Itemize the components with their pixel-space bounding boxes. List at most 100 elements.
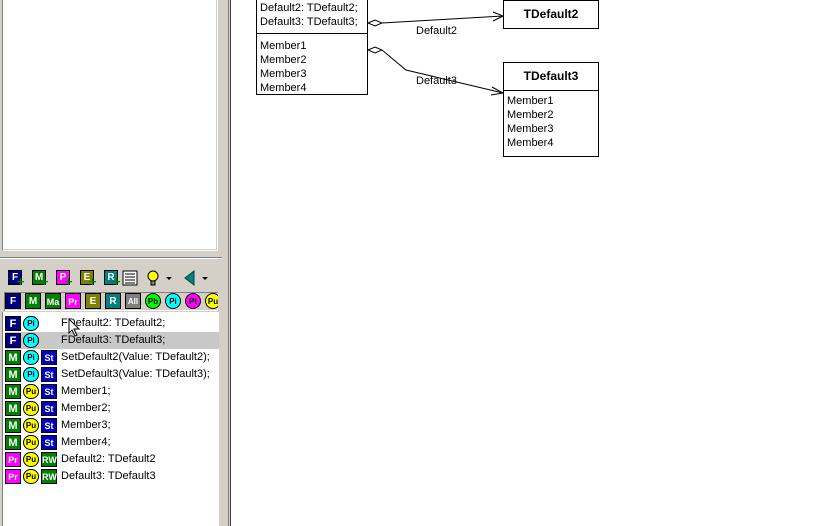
member-modifier-icon: RW <box>41 452 57 467</box>
member-modifier-icon: St <box>41 350 57 365</box>
class-member-line: Member4 <box>260 82 307 94</box>
member-kind-icon: M <box>5 418 21 433</box>
filter-methods-icon[interactable]: M <box>25 293 41 309</box>
dropdown-arrow-icon <box>166 277 172 280</box>
add-property-icon: P <box>56 270 70 285</box>
triangle-left-icon <box>184 269 195 287</box>
visibility-icon: Pu <box>23 435 39 450</box>
class-member-line: Member3 <box>260 68 307 80</box>
class-member-line: Default3: TDefault3; <box>260 16 358 28</box>
vertical-splitter[interactable] <box>222 0 230 526</box>
member-modifier-icon: St <box>41 384 57 399</box>
association-line-default2 <box>381 15 504 24</box>
add-property-button[interactable]: P+ <box>54 268 74 288</box>
filter-private-icon[interactable]: Pi <box>165 293 181 309</box>
visibility-icon: Pu <box>23 401 39 416</box>
class-box-main[interactable]: Default2: TDefault2;Default3: TDefault3;… <box>256 0 368 95</box>
class-separator <box>257 33 367 34</box>
model-tree-pane[interactable] <box>0 0 220 254</box>
add-method-button[interactable]: M+ <box>30 268 50 288</box>
member-kind-icon: M <box>5 384 21 399</box>
add-method-icon: M <box>32 270 46 285</box>
filter-fields-icon[interactable]: F <box>5 293 21 309</box>
filter-message-icon[interactable]: Ma <box>45 293 61 309</box>
member-modifier-icon: St <box>41 418 57 433</box>
add-field-button[interactable]: F+ <box>6 268 26 288</box>
member-signature: Member2; <box>61 402 111 414</box>
plus-icon: + <box>88 275 98 288</box>
filter-properties-icon[interactable]: Pr <box>65 293 81 309</box>
class-member-line: Member2 <box>260 54 307 66</box>
add-event-icon: E <box>80 270 94 285</box>
class-box-tdefault2[interactable]: TDefault2 <box>503 0 599 29</box>
hint-dropdown-button[interactable] <box>164 268 174 288</box>
member-modifier-icon: St <box>41 401 57 416</box>
member-signature: Default3: TDefault3 <box>61 470 156 482</box>
filter-public-icon[interactable]: Pu <box>205 293 218 309</box>
class-properties: Default2: TDefault2;Default3: TDefault3; <box>257 0 367 29</box>
visibility-icon: Pu <box>23 452 39 467</box>
class-name: TDefault3 <box>504 63 598 91</box>
member-kind-icon: M <box>5 435 21 450</box>
association-line-default3 <box>381 49 504 94</box>
visibility-icon: Pu <box>23 384 39 399</box>
filter-protected-icon[interactable]: Pt <box>185 293 201 309</box>
mouse-pointer-icon <box>68 318 81 337</box>
add-record-icon: R <box>104 270 118 285</box>
visibility-icon: Pi <box>23 316 39 331</box>
visibility-icon: Pu <box>23 469 39 484</box>
member-kind-icon: M <box>5 367 21 382</box>
member-kind-icon: F <box>5 316 21 331</box>
member-signature: FDefault2: TDefault2; <box>61 317 166 329</box>
class-diagram-canvas[interactable]: Default2: TDefault2;Default3: TDefault3;… <box>230 0 814 526</box>
member-kind-icon: Pr <box>5 469 21 484</box>
member-toolbar: F+M+P+E+R+ <box>2 264 218 290</box>
member-modifier-icon: St <box>41 435 57 450</box>
filter-events-icon[interactable]: E <box>85 293 101 309</box>
visibility-icon: Pu <box>23 418 39 433</box>
filter-records-icon[interactable]: R <box>105 293 121 309</box>
lightbulb-icon <box>147 270 159 286</box>
association-label-default3: Default3 <box>416 75 457 87</box>
add-field-icon: F <box>8 270 22 285</box>
model-tree-view[interactable] <box>2 0 218 251</box>
list-view-button[interactable] <box>120 268 140 288</box>
add-record-button[interactable]: R+ <box>102 268 122 288</box>
member-signature: SetDefault3(Value: TDefault3); <box>61 368 210 380</box>
horizontal-splitter[interactable] <box>0 254 222 262</box>
filter-all-icon[interactable]: All <box>125 293 141 309</box>
aggregation-diamond <box>366 19 384 27</box>
navigate-dropdown-button[interactable] <box>200 268 210 288</box>
filter-published-icon[interactable]: Pb <box>145 293 161 309</box>
add-event-button[interactable]: E+ <box>78 268 98 288</box>
plus-icon: + <box>16 275 26 288</box>
member-modifier-icon: St <box>41 367 57 382</box>
member-modifier-icon: RW <box>41 469 57 484</box>
member-signature: SetDefault2(Value: TDefault2); <box>61 351 210 363</box>
association-label-default2: Default2 <box>416 25 457 37</box>
hint-button[interactable] <box>144 268 164 288</box>
class-member-line: Member1 <box>260 40 307 52</box>
splitter-line <box>0 257 222 258</box>
navigate-back-button[interactable] <box>180 268 200 288</box>
list-view-icon <box>122 270 138 286</box>
class-member-line: Member4 <box>507 137 554 149</box>
aggregation-diamond <box>366 46 384 54</box>
splitter-line <box>228 0 229 526</box>
dropdown-arrow-icon <box>202 277 208 280</box>
